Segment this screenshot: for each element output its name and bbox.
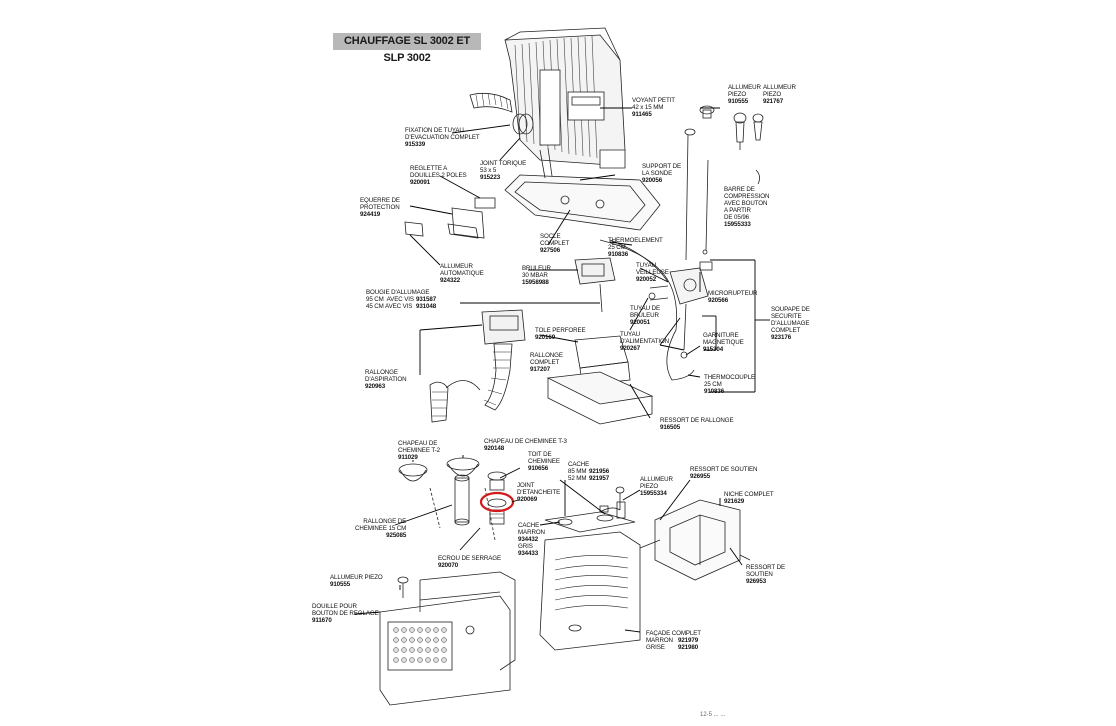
label-bougie: BOUGIE D'ALLUMAGE 95 CM AVEC VIS 45 CM A… <box>366 289 430 310</box>
exhaust-hose <box>469 92 534 135</box>
highlight-circle <box>479 491 515 513</box>
burner <box>574 257 616 313</box>
chimney-parts <box>398 457 507 541</box>
cache-pieces <box>544 501 636 533</box>
piezo-facade <box>615 486 625 510</box>
rallonge-complet <box>546 335 654 425</box>
heat-exchanger <box>504 27 626 169</box>
page-footer: 12-5 ... ... <box>700 712 726 718</box>
niche-complet <box>639 499 751 581</box>
label-barre: BARRE DE COMPRESSION AVEC BOUTON A PARTI… <box>724 186 770 228</box>
label-cache-marron-codes: 934432 934433 <box>518 536 539 557</box>
label-facade-codes: 921979 921980 <box>678 637 699 651</box>
facade-complet <box>539 531 641 651</box>
thermo-tube <box>599 239 677 331</box>
label-cache: CACHE 85 MM 52 MM <box>568 461 590 482</box>
safety-valve <box>648 261 713 381</box>
diagram-title: CHAUFFAGE SL 3002 ET SLP 3002 <box>333 33 481 64</box>
label-bougie-codes: 931587 931048 <box>416 296 437 310</box>
aspiration-hose <box>429 309 526 423</box>
reglette-part <box>474 197 496 209</box>
label-facade: FAÇADE COMPLET MARRON GRISE <box>646 630 701 651</box>
label-cache-marron: CACHE MARRON GRIS <box>518 522 545 550</box>
equerre-part <box>447 207 485 239</box>
label-cache-codes: 921956 921957 <box>589 468 610 482</box>
piezo-parts-top <box>699 105 764 185</box>
allumeur-auto-part <box>404 221 424 237</box>
leader-lines <box>354 107 770 633</box>
compression-bar <box>684 128 709 261</box>
cabinet <box>379 571 516 706</box>
base-plate <box>504 147 661 231</box>
